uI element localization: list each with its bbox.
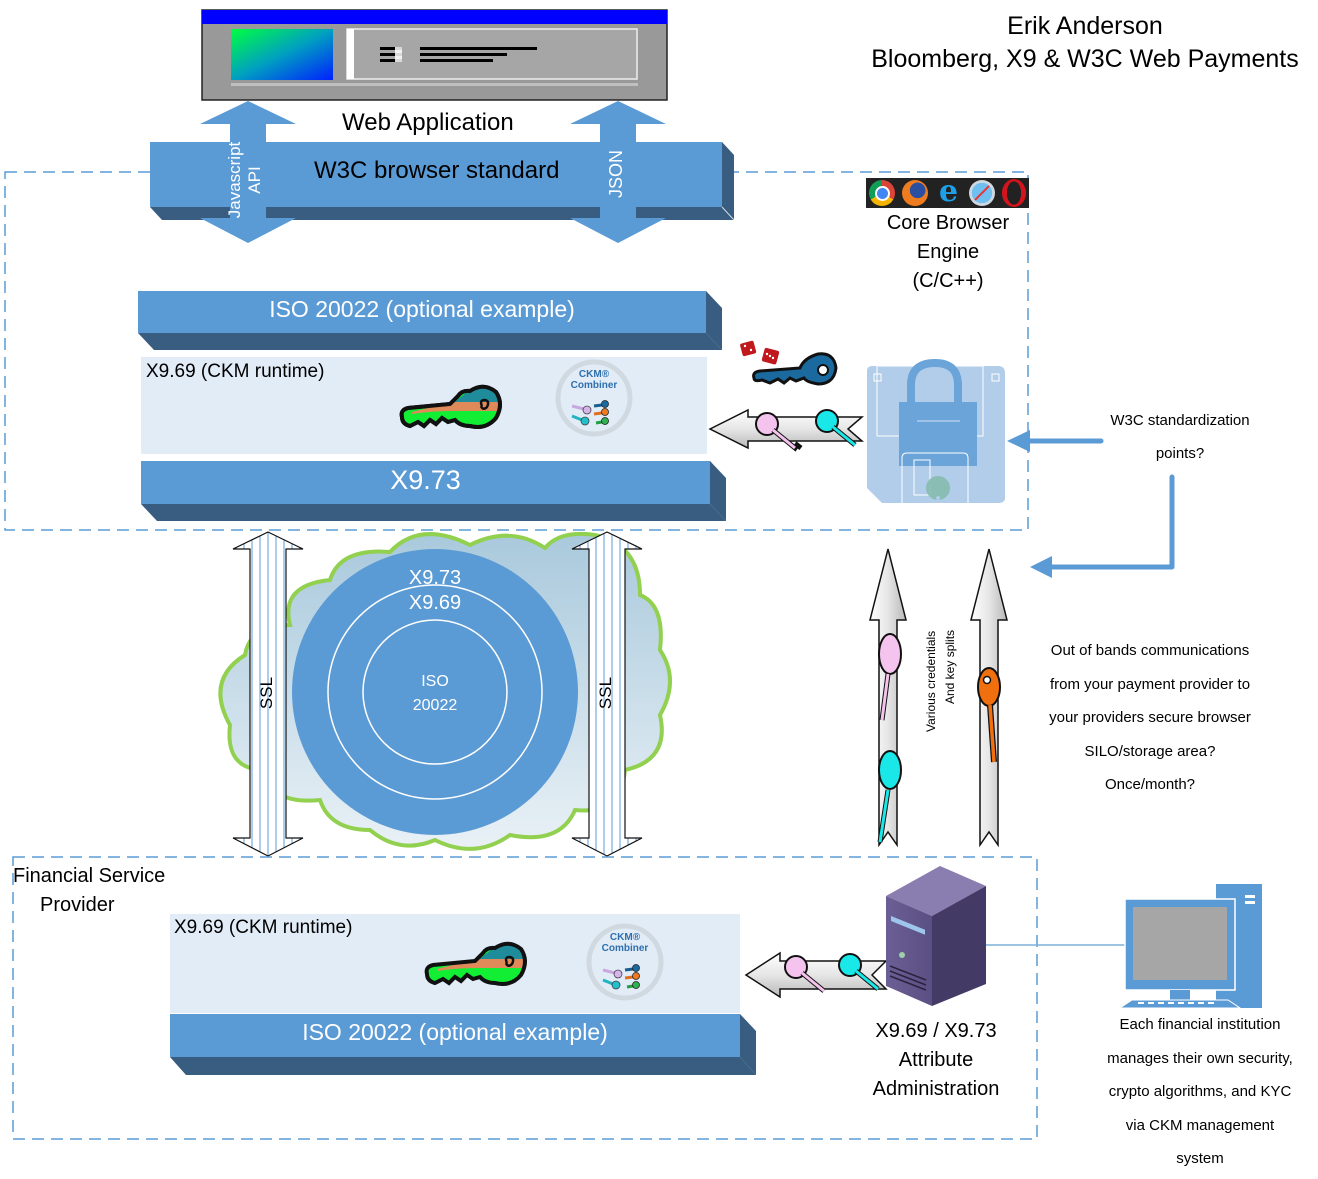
core-browser-line: Core Browser bbox=[886, 212, 1010, 234]
oob-note-line: SILO/storage area? bbox=[1084, 742, 1216, 760]
web-application-label: Web Application bbox=[342, 109, 514, 136]
ssl-arrow-right bbox=[571, 531, 643, 857]
provider-boundary bbox=[12, 856, 1038, 1140]
attribute-administration-label: X9.69 / X9.73 Attribute Administration bbox=[850, 1017, 1022, 1104]
provider-ckm-badge-text: CKM® Combiner bbox=[600, 932, 650, 954]
oob-note-line: from your payment provider to bbox=[1049, 675, 1251, 693]
firefox-icon bbox=[901, 180, 928, 206]
institution-note-line: system bbox=[1176, 1150, 1224, 1167]
provider-title-line: Financial Service bbox=[13, 865, 166, 887]
window-image-placeholder bbox=[231, 29, 333, 80]
web-app-window bbox=[201, 9, 668, 101]
credentials-line: Various credentials bbox=[924, 630, 938, 732]
ckm-combiner-badge-provider bbox=[586, 923, 664, 1001]
ckm-badge-subtitle: Combiner bbox=[601, 943, 649, 954]
key-transfer-arrow-provider bbox=[744, 951, 888, 999]
provider-title-line: Provider bbox=[40, 894, 115, 916]
provider-ckm-runtime-label: X9.69 (CKM runtime) bbox=[174, 917, 353, 938]
secure-storage-lock-icon bbox=[867, 358, 1005, 503]
key-splits-arrow-right bbox=[970, 548, 1008, 848]
client-ckm-badge-text: CKM® Combiner bbox=[569, 369, 619, 391]
client-x973-bar-shape bbox=[141, 461, 726, 521]
client-iso-bar-shape bbox=[138, 291, 722, 350]
blue-key-icon bbox=[752, 352, 838, 386]
key-transfer-arrow-client bbox=[708, 408, 865, 452]
institution-note: Each financial institution manages their… bbox=[1082, 1008, 1318, 1176]
w3c-point-arrow-top bbox=[1007, 430, 1104, 452]
author-affiliation: Bloomberg, X9 & W3C Web Payments bbox=[871, 45, 1299, 73]
author-name: Erik Anderson bbox=[1007, 12, 1163, 40]
javascript-label: Javascript bbox=[225, 141, 244, 219]
out-of-band-note: Out of bands communications from your pa… bbox=[1025, 634, 1275, 802]
provider-title: Financial Service Provider bbox=[13, 862, 165, 920]
protocol-stack-circles bbox=[292, 549, 578, 835]
browser-icons-strip: e bbox=[866, 174, 1029, 209]
provider-pink-key-icon bbox=[784, 955, 826, 993]
20022-line: 20022 bbox=[412, 697, 458, 714]
iso-line: ISO bbox=[421, 673, 449, 690]
provider-iso-bar-shape bbox=[170, 1014, 756, 1075]
opera-icon bbox=[1001, 179, 1026, 207]
client-ckm-runtime-label: X9.69 (CKM runtime) bbox=[146, 361, 325, 382]
w3c-note-line: W3C standardization bbox=[1110, 412, 1250, 429]
orange-key-vertical-icon bbox=[977, 667, 1001, 763]
client-x973-bar-label: X9.73 bbox=[390, 465, 461, 495]
institution-note-line: manages their own security, bbox=[1107, 1049, 1293, 1067]
javascript-api-label: Javascript API bbox=[225, 120, 271, 240]
ckm-badge-subtitle: Combiner bbox=[570, 380, 618, 391]
ckm-badge-title: CKM® bbox=[609, 932, 641, 943]
random-dice-icon bbox=[740, 340, 780, 365]
author-block: Erik Anderson Bloomberg, X9 & W3C Web Pa… bbox=[860, 10, 1310, 76]
language-line: (C/C++) bbox=[912, 270, 984, 292]
engine-line: Engine bbox=[916, 241, 980, 263]
institution-note-line: crypto algorithms, and KYC bbox=[1108, 1083, 1292, 1100]
javascript-api-arrow bbox=[200, 101, 296, 243]
pink-key-vertical-icon bbox=[878, 633, 902, 721]
w3c-standardization-note: W3C standardization points? bbox=[1095, 404, 1265, 470]
admin-line: Attribute bbox=[898, 1049, 974, 1071]
pink-key-icon bbox=[755, 412, 803, 452]
server-icon bbox=[886, 866, 986, 1006]
master-key-icon bbox=[399, 384, 502, 429]
oob-note-line: Once/month? bbox=[1104, 776, 1196, 793]
institution-note-line: Each financial institution bbox=[1119, 1016, 1281, 1033]
provider-master-key-icon bbox=[424, 941, 527, 986]
cloud-outer-label: X9.73 bbox=[408, 567, 462, 589]
admin-line: X9.69 / X9.73 bbox=[875, 1020, 997, 1042]
w3c-point-arrow-bottom bbox=[1030, 474, 1175, 578]
provider-cyan-key-icon bbox=[838, 953, 880, 991]
cloud-inner-label: ISO 20022 bbox=[395, 670, 475, 718]
admin-line: Administration bbox=[872, 1078, 1000, 1100]
institution-note-line: via CKM management bbox=[1125, 1116, 1275, 1134]
ckm-badge-title: CKM® bbox=[578, 369, 610, 380]
key-splits-line: And key splits bbox=[943, 629, 957, 704]
cloud-middle-label: X9.69 bbox=[408, 592, 462, 614]
ie-icon: e bbox=[938, 174, 959, 209]
oob-note-line: your providers secure browser bbox=[1049, 709, 1251, 726]
json-arrow bbox=[570, 101, 666, 243]
cyan-key-icon bbox=[815, 409, 857, 447]
document-lines-icon bbox=[380, 47, 537, 62]
provider-iso-bar-label: ISO 20022 (optional example) bbox=[302, 1019, 608, 1045]
workstation-computer-icon bbox=[1118, 884, 1262, 1009]
api-label: API bbox=[245, 166, 264, 194]
ckm-combiner-badge-client bbox=[555, 359, 633, 437]
w3c-note-line: points? bbox=[1155, 445, 1205, 462]
credentials-arrow-left bbox=[869, 548, 907, 848]
ssl-left-label: SSL bbox=[257, 676, 276, 710]
ssl-arrow-left bbox=[232, 531, 304, 857]
w3c-browser-standard-label: W3C browser standard bbox=[314, 157, 560, 184]
client-iso-bar-label: ISO 20022 (optional example) bbox=[269, 296, 575, 322]
ssl-right-label: SSL bbox=[596, 676, 615, 710]
window-titlebar bbox=[202, 10, 667, 24]
browser-boundary bbox=[4, 171, 1029, 531]
oob-note-line: Out of bands communications bbox=[1050, 642, 1250, 659]
cyan-key-vertical-icon bbox=[877, 750, 902, 843]
credentials-label: Various credentials And key splits bbox=[922, 582, 960, 732]
safari-icon bbox=[969, 180, 996, 206]
json-label: JSON bbox=[606, 150, 626, 199]
chrome-icon bbox=[869, 180, 896, 206]
core-browser-engine-label: Core Browser Engine (C/C++) bbox=[868, 209, 1028, 296]
